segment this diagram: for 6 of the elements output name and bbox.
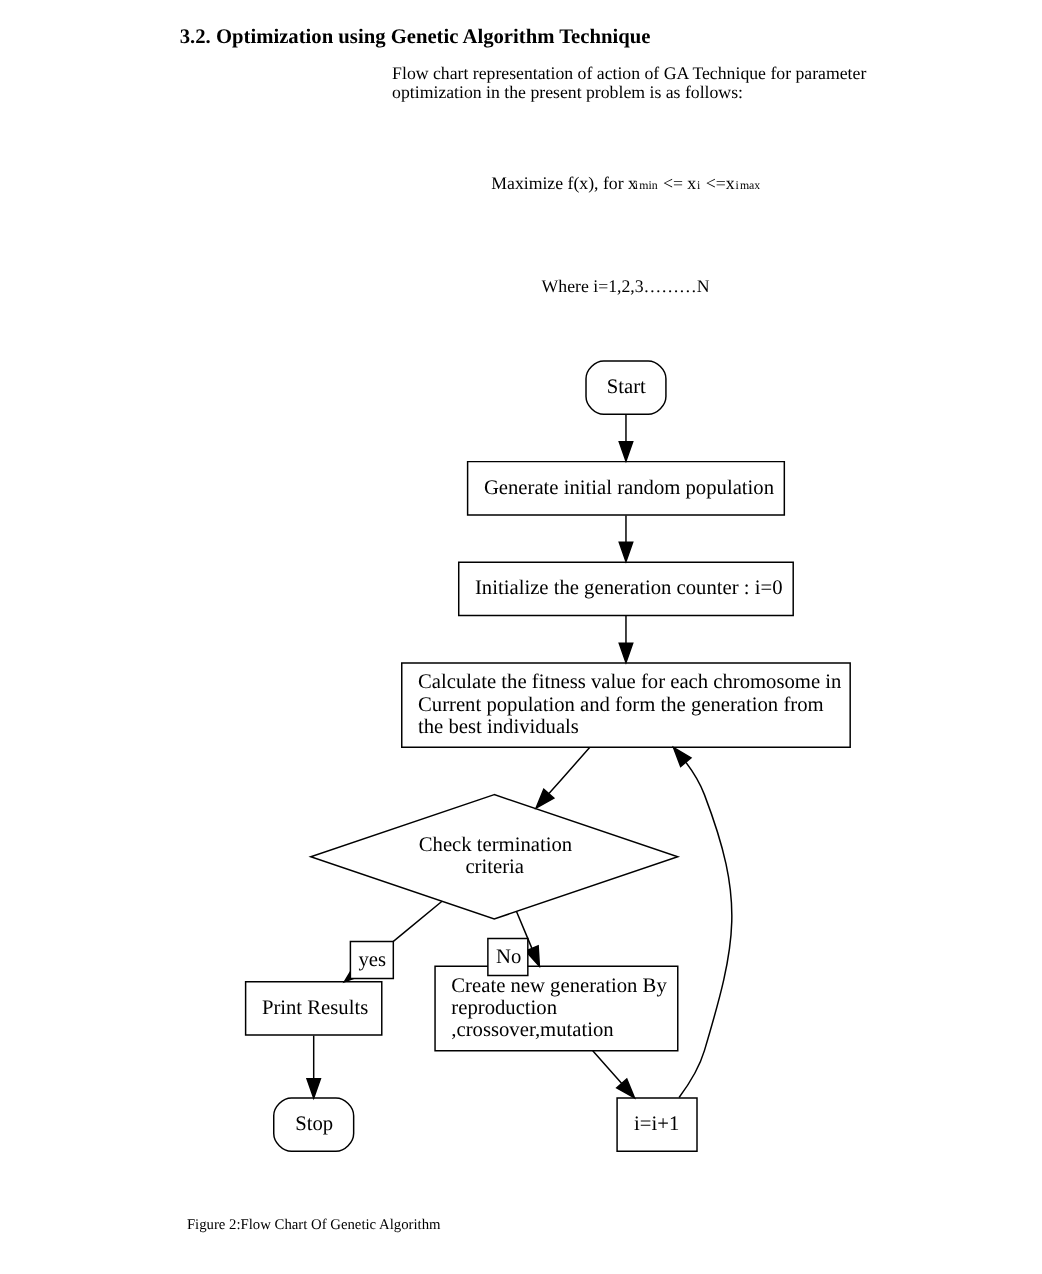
edge-label: yes <box>357 950 386 973</box>
edge-label: No <box>495 947 521 970</box>
label: Flow chart representation of action of GA Technique for parameter optimization in the present problem is as follows: <box>391 63 866 103</box>
label: Where i=1,2,3………N <box>540 275 709 296</box>
caption: Figure 2:Flow Chart Of Genetic Algorithm <box>185 1214 440 1233</box>
diagram-title: 3.2. Optimization using Genetic Algorithm Technique <box>178 27 650 50</box>
